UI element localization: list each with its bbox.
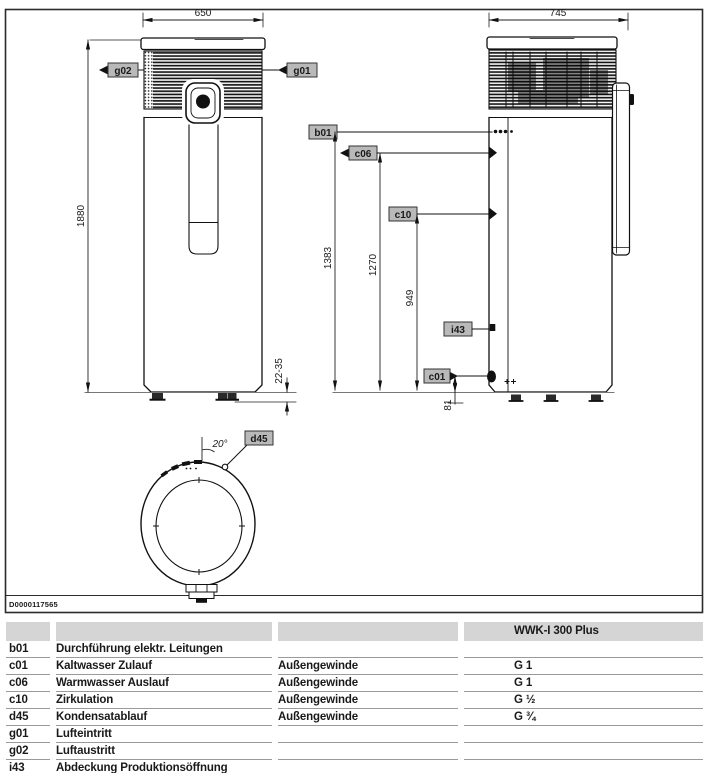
dimension-angle: 20° <box>201 437 228 461</box>
svg-text:c01: c01 <box>429 372 446 383</box>
svg-text:c06: c06 <box>355 149 372 160</box>
label-c06: c06 <box>340 145 489 161</box>
table-cell-value <box>464 760 703 773</box>
table-cell-value: G ½ <box>464 692 703 709</box>
side-feet <box>508 394 604 402</box>
table-cell-code: c01 <box>6 658 50 675</box>
table-cell-thread: Außengewinde <box>278 692 458 709</box>
top-view: 20° d45 <box>140 430 274 603</box>
spec-table: WWK-I 300 Plus b01 Durchführung elektr. … <box>6 622 703 773</box>
svg-text:c10: c10 <box>395 210 412 221</box>
table-cell-description: Lufteintritt <box>56 726 272 743</box>
dimension-feet-range: 22-35 <box>234 358 297 416</box>
table-cell-description: Luftaustritt <box>56 743 272 760</box>
dimension-81: 81 <box>443 375 464 411</box>
dimension-949: 949 <box>405 213 420 391</box>
top-display-housing <box>185 584 218 603</box>
table-header-code <box>6 622 50 641</box>
table-cell-thread: Außengewinde <box>278 658 458 675</box>
rear-panel <box>611 82 634 256</box>
table-cell-description: Kondensatablauf <box>56 709 272 726</box>
front-feet <box>149 393 239 401</box>
label-i43: i43 <box>443 321 491 337</box>
table-cell-thread <box>278 760 458 773</box>
table-cell-code: i43 <box>6 760 50 773</box>
svg-text:949: 949 <box>405 289 416 306</box>
front-view: 650 <box>76 8 318 416</box>
label-c10: c10 <box>388 206 489 222</box>
table-cell-thread <box>278 743 458 760</box>
table-cell-thread <box>278 726 458 743</box>
svg-text:745: 745 <box>550 8 567 19</box>
label-b01: b01 <box>308 124 493 140</box>
dimension-650: 650 <box>142 8 264 28</box>
label-c01: c01 <box>423 368 489 384</box>
table-cell-code: c06 <box>6 675 50 692</box>
side-view: 745 <box>308 8 634 411</box>
table-cell-description: Warmwasser Auslauf <box>56 675 272 692</box>
dimension-745: 745 <box>488 8 629 31</box>
table-cell-value <box>464 743 703 760</box>
rim-marks <box>160 460 202 478</box>
table-header-description <box>56 622 272 641</box>
label-g01: g01 <box>261 62 318 78</box>
svg-text:g02: g02 <box>114 66 132 77</box>
svg-text:1383: 1383 <box>323 246 334 269</box>
svg-text:22-35: 22-35 <box>274 358 285 384</box>
table-cell-value <box>464 726 703 743</box>
table-cell-value <box>464 641 703 658</box>
svg-text:g01: g01 <box>293 66 311 77</box>
table-cell-value: G 1 <box>464 658 703 675</box>
table-cell-code: g02 <box>6 743 50 760</box>
document-number: D0000117565 <box>9 600 58 609</box>
table-header-model: WWK-I 300 Plus <box>464 622 703 641</box>
condensate-port <box>221 463 229 471</box>
drain-marks <box>504 379 516 384</box>
table-cell-thread: Außengewinde <box>278 675 458 692</box>
table-cell-description: Durchführung elektr. Leitungen <box>56 641 272 658</box>
table-cell-description: Zirkulation <box>56 692 272 709</box>
svg-text:81: 81 <box>443 399 454 411</box>
svg-text:i43: i43 <box>451 325 465 336</box>
label-g02: g02 <box>99 62 145 78</box>
dimension-1270: 1270 <box>368 152 383 391</box>
table-cell-description: Kaltwasser Zulauf <box>56 658 272 675</box>
table-cell-code: c10 <box>6 692 50 709</box>
table-cell-description: Abdeckung Produktionsöffnung <box>56 760 272 773</box>
svg-text:d45: d45 <box>250 434 268 445</box>
control-display <box>182 79 224 126</box>
label-d45: d45 <box>226 430 274 466</box>
table-cell-thread <box>278 641 458 658</box>
table-cell-code: d45 <box>6 709 50 726</box>
drawing-frame: D0000117565 <box>4 8 704 614</box>
svg-text:1270: 1270 <box>368 253 379 276</box>
table-cell-code: b01 <box>6 641 50 658</box>
svg-text:b01: b01 <box>314 128 332 139</box>
dimension-drawing-svg: D0000117565 650 <box>4 8 704 614</box>
table-header-thread <box>278 622 458 641</box>
technical-drawing: D0000117565 650 <box>4 8 704 614</box>
svg-text:1880: 1880 <box>76 204 87 227</box>
table-cell-code: g01 <box>6 726 50 743</box>
table-cell-value: G ¾ <box>464 709 703 726</box>
dimension-1383: 1383 <box>323 131 338 391</box>
table-cell-thread: Außengewinde <box>278 709 458 726</box>
connection-points <box>487 129 513 383</box>
table-cell-value: G 1 <box>464 675 703 692</box>
svg-text:20°: 20° <box>211 439 227 450</box>
svg-text:650: 650 <box>195 8 212 19</box>
dimension-1880: 1880 <box>76 39 141 393</box>
